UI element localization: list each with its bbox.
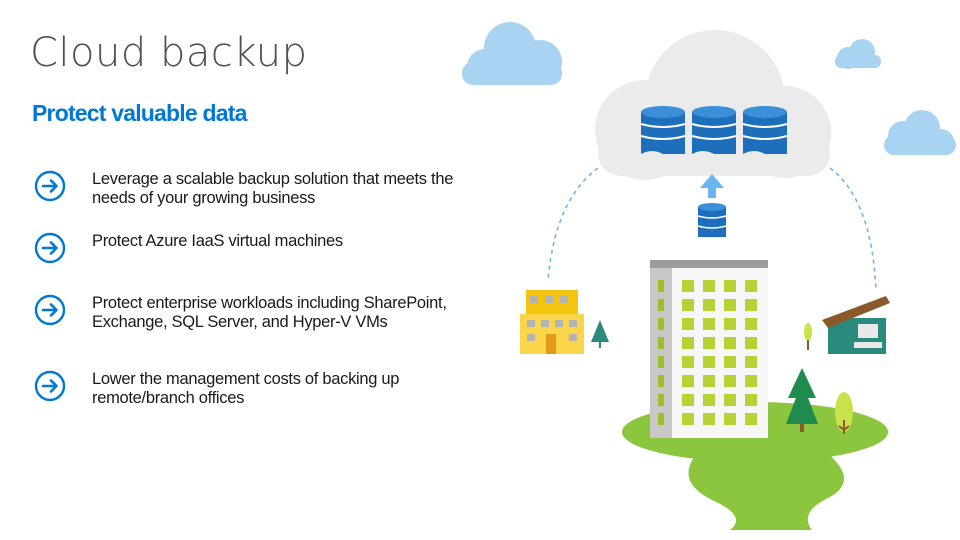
window (658, 394, 664, 406)
window (724, 280, 736, 292)
window (658, 299, 664, 311)
slide-title: Cloud backup (30, 30, 308, 76)
connection-line (547, 167, 599, 281)
tree-icon (786, 368, 818, 432)
window (682, 280, 694, 292)
tree-icon (835, 392, 853, 434)
window (745, 318, 757, 330)
window (745, 413, 757, 425)
tree-icon (591, 320, 609, 348)
window (724, 394, 736, 406)
building-windows (658, 280, 757, 425)
window (703, 356, 715, 368)
window (682, 375, 694, 387)
arrow-circle-icon (34, 370, 66, 402)
window (724, 318, 736, 330)
upload-arrow-icon (700, 174, 724, 198)
bullet-text: Lower the management costs of backing up… (92, 370, 400, 407)
window (703, 318, 715, 330)
bullet-text: Protect enterprise workloads including S… (92, 294, 447, 331)
window (724, 413, 736, 425)
window (745, 394, 757, 406)
tree-icon (804, 323, 812, 350)
bullet-text: Protect Azure IaaS virtual machines (92, 232, 343, 250)
window (658, 318, 664, 330)
window (658, 375, 664, 387)
window (682, 337, 694, 349)
database-icon (742, 106, 788, 157)
window (658, 337, 664, 349)
cloud-storage-icon (595, 30, 831, 180)
window (703, 299, 715, 311)
cloud-icon (462, 22, 562, 85)
arrow-circle-icon (34, 170, 66, 202)
branch-office-icon (520, 290, 584, 354)
window (703, 413, 715, 425)
window (745, 337, 757, 349)
window (724, 299, 736, 311)
cloud-backup-illustration (462, 22, 956, 530)
window (682, 318, 694, 330)
window (658, 413, 664, 425)
window (658, 280, 664, 292)
window (724, 375, 736, 387)
remote-office-icon (822, 296, 890, 354)
window (703, 337, 715, 349)
bullet-text: Leverage a scalable backup solution that… (92, 170, 454, 207)
arrow-circle-icon (34, 294, 66, 326)
window (658, 356, 664, 368)
window (682, 413, 694, 425)
window (745, 375, 757, 387)
cloud-icon (835, 39, 881, 69)
cloud-icon (884, 110, 956, 155)
window (682, 299, 694, 311)
window (745, 280, 757, 292)
window (724, 356, 736, 368)
database-icon (697, 203, 727, 237)
window (703, 394, 715, 406)
window (703, 375, 715, 387)
window (745, 299, 757, 311)
window (724, 337, 736, 349)
window (682, 356, 694, 368)
slide-subtitle: Protect valuable data (32, 100, 247, 126)
window (745, 356, 757, 368)
connection-line (829, 167, 877, 291)
arrow-circle-icon (34, 232, 66, 264)
database-icon (691, 106, 737, 157)
window (682, 394, 694, 406)
window (703, 280, 715, 292)
database-icon (640, 106, 686, 157)
